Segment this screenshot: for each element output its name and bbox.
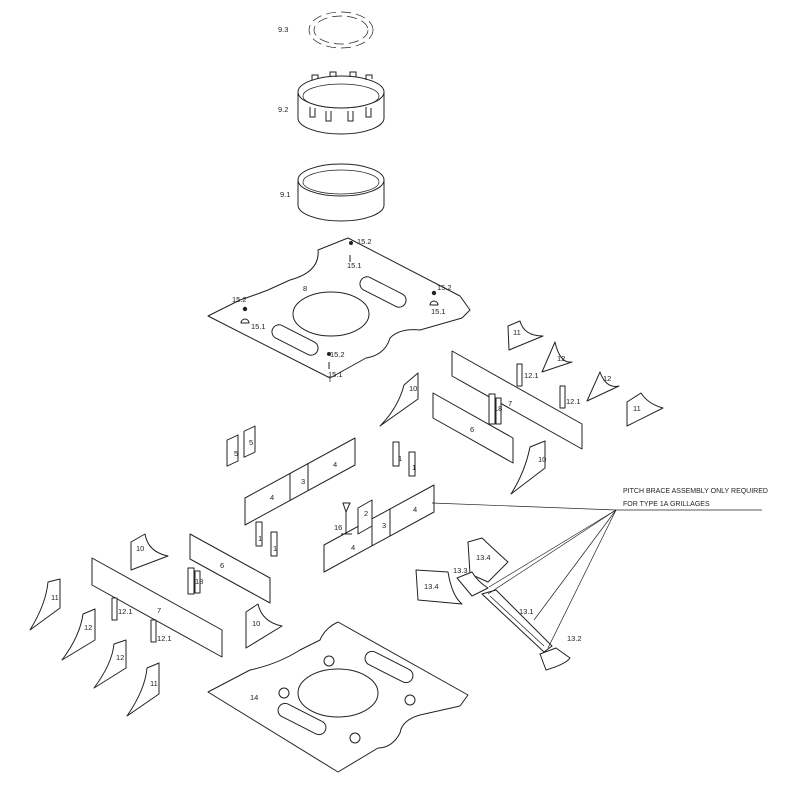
label-13-3: 13.3	[453, 566, 468, 575]
label-12-top-a: 12	[557, 354, 565, 363]
label-13-4-b: 13.4	[424, 582, 439, 591]
label-5-a: 5	[234, 449, 238, 458]
center-frame-group: 5 5 4 3 4 4 3 4 2 16 1 1 1 1	[226, 425, 435, 573]
label-12-1-rear-b: 12.1	[566, 397, 581, 406]
label-15-2-a: 15.2	[357, 237, 372, 246]
label-11-left-b: 11	[150, 679, 158, 688]
label-15-1-a: 15.1	[347, 261, 362, 270]
label-18-front: 18	[195, 577, 203, 586]
label-10-bottom: 10	[252, 619, 260, 628]
label-15-1-d: 15.1	[328, 370, 343, 379]
label-8: 8	[303, 284, 307, 293]
label-10-top: 10	[409, 384, 417, 393]
label-6-front: 6	[220, 561, 224, 570]
label-12-1-rear-a: 12.1	[524, 371, 539, 380]
label-10-left: 10	[136, 544, 144, 553]
label-1-b: 1	[412, 463, 416, 472]
label-15-1-b: 15.1	[431, 307, 446, 316]
pitch-brace-callout: PITCH BRACE ASSEMBLY ONLY REQUIRED FOR T…	[431, 488, 768, 649]
right-rear-bracing-group: 7 6 18 11 12 12 11 12.1 12.1 10 10	[379, 320, 664, 495]
label-5-b: 5	[249, 438, 253, 447]
part-14-bottom-plate: 14	[207, 621, 469, 773]
label-12-left-b: 12	[116, 653, 124, 662]
label-4-d: 4	[413, 505, 417, 514]
label-18-rear: 18	[494, 404, 502, 413]
pitch-brace-assembly: 13.4 13.4 13.3 13.1 13.2	[415, 537, 582, 671]
label-12-1-front-a: 12.1	[118, 607, 133, 616]
label-12-top-b: 12	[603, 374, 611, 383]
left-front-bracing-group: 6 7 18 12.1 12.1 10 10 11 12 12 11	[29, 533, 283, 717]
label-15-1-c: 15.1	[251, 322, 266, 331]
label-1-c: 1	[258, 534, 262, 543]
label-10-right: 10	[538, 455, 546, 464]
label-4-a: 4	[270, 493, 274, 502]
part-9-2-castellated-ring: 9.2	[278, 71, 385, 135]
label-6-rear: 6	[470, 425, 474, 434]
label-11-top: 11	[513, 328, 521, 337]
label-11-right: 11	[633, 404, 641, 413]
label-1-d: 1	[273, 544, 277, 553]
part-8-top-plate: 8 15.2 15.1 15.2 15.1 15.2 15.1 15.2 15.…	[207, 237, 471, 382]
part-9-1-ring: 9.1	[280, 163, 385, 222]
label-7-rear: 7	[508, 399, 512, 408]
label-9-1: 9.1	[280, 190, 290, 199]
label-13-2: 13.2	[567, 634, 582, 643]
part-9-3-segmented-ring: 9.3	[278, 11, 374, 49]
label-2: 2	[364, 509, 368, 518]
label-4-b: 4	[333, 460, 337, 469]
label-11-left-a: 11	[51, 593, 59, 602]
label-9-2: 9.2	[278, 105, 288, 114]
label-9-3: 9.3	[278, 25, 288, 34]
note-line-2: FOR TYPE 1A GRILLAGES	[623, 501, 710, 508]
label-15-2-d: 15.2	[330, 350, 345, 359]
label-12-left-a: 12	[84, 623, 92, 632]
label-4-c: 4	[351, 543, 355, 552]
label-3-b: 3	[382, 521, 386, 530]
label-13-1: 13.1	[519, 607, 534, 616]
label-15-2-c: 15.2	[232, 295, 247, 304]
label-13-4-a: 13.4	[476, 553, 491, 562]
label-7-front: 7	[157, 606, 161, 615]
label-1-a: 1	[398, 454, 402, 463]
label-16: 16	[334, 523, 342, 532]
label-3-a: 3	[301, 477, 305, 486]
label-15-2-b: 15.2	[437, 283, 452, 292]
label-12-1-front-b: 12.1	[157, 634, 172, 643]
note-line-1: PITCH BRACE ASSEMBLY ONLY REQUIRED	[623, 488, 768, 495]
label-14: 14	[250, 693, 258, 702]
